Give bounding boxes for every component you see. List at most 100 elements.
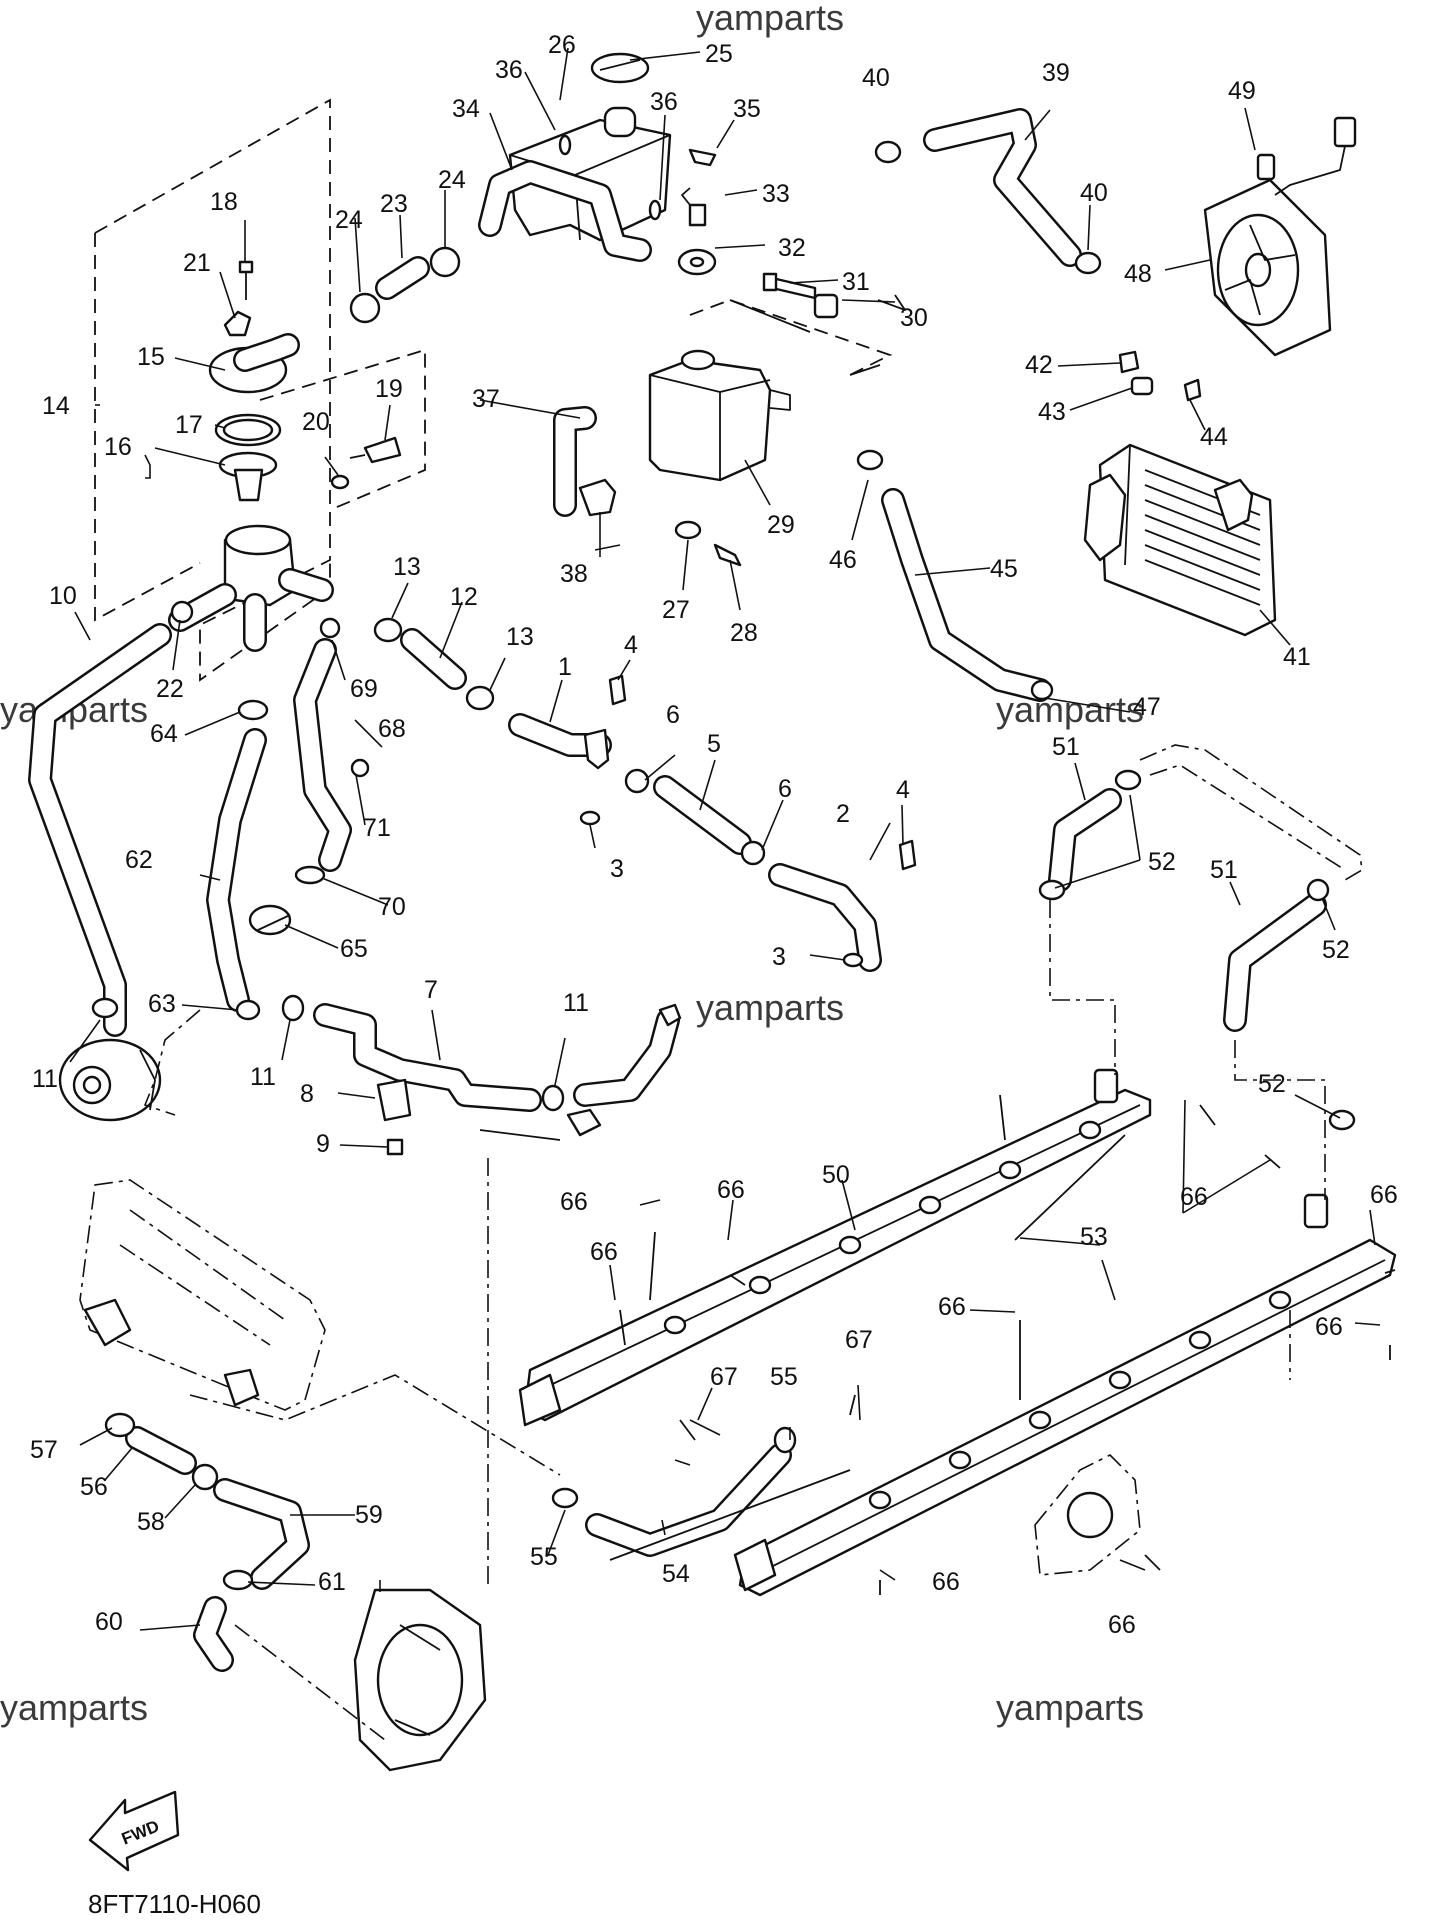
pipe-34 — [478, 160, 652, 262]
callout-13-b: 13 — [506, 623, 534, 651]
callout-3-a: 3 — [610, 855, 624, 883]
watermark-left-bottom: yamparts — [0, 1687, 148, 1728]
cap-25 — [590, 52, 650, 84]
callout-44: 44 — [1200, 423, 1228, 451]
callout-34: 34 — [452, 95, 480, 123]
callout-51-a: 51 — [1052, 733, 1080, 761]
callout-51-b: 51 — [1210, 856, 1238, 884]
callout-71: 71 — [363, 814, 391, 842]
callout-11-b: 11 — [250, 1063, 276, 1091]
callout-9: 9 — [316, 1130, 330, 1158]
callout-7: 7 — [424, 976, 438, 1004]
watermarks: yamparts yamparts yamparts yamparts yamp… — [0, 0, 1144, 1728]
grommet-32 — [677, 248, 717, 276]
callout-66-b: 66 — [717, 1176, 745, 1204]
callout-66-a: 66 — [560, 1188, 588, 1216]
callout-45: 45 — [990, 555, 1018, 583]
bolt-31 — [762, 272, 817, 300]
callout-8: 8 — [300, 1080, 314, 1108]
callout-11-c: 11 — [563, 989, 589, 1017]
clamp-64 — [237, 699, 269, 721]
callout-10: 10 — [49, 582, 77, 610]
hose-45 — [881, 488, 1052, 702]
holder-38 — [578, 478, 617, 517]
watermark-top: yamparts — [696, 0, 844, 38]
hose-upper-pipe-11 — [573, 1008, 680, 1107]
callout-16: 16 — [104, 433, 132, 461]
water-pump-fitting — [566, 1003, 682, 1137]
clamp-13-b — [465, 685, 495, 711]
callout-69: 69 — [350, 675, 378, 703]
callout-11-a: 11 — [32, 1065, 58, 1093]
callout-48: 48 — [1124, 260, 1152, 288]
clamp-36 — [558, 134, 662, 221]
callout-23: 23 — [380, 190, 408, 218]
callout-26: 26 — [548, 31, 576, 59]
callout-25: 25 — [705, 40, 733, 68]
callout-28: 28 — [730, 619, 758, 647]
callout-36-b: 36 — [650, 88, 678, 116]
hose-fitting-33 — [681, 187, 707, 227]
heat-exchanger-50 — [518, 1068, 1152, 1427]
callout-43: 43 — [1038, 398, 1066, 426]
callout-22: 22 — [156, 675, 184, 703]
callout-65: 65 — [340, 935, 368, 963]
callout-4-a: 4 — [624, 631, 638, 659]
callout-35: 35 — [733, 95, 761, 123]
callout-50: 50 — [822, 1161, 850, 1189]
clamp-6-b — [740, 840, 766, 866]
hose-7 — [313, 1003, 542, 1112]
hose-60 — [193, 1596, 234, 1672]
callout-60: 60 — [95, 1608, 123, 1636]
callout-64: 64 — [150, 720, 178, 748]
clamp-55-a — [773, 1426, 797, 1454]
clamp-6-a — [624, 768, 650, 794]
callout-5: 5 — [707, 730, 721, 758]
callout-40-a: 40 — [862, 64, 890, 92]
clamp-58 — [191, 1463, 219, 1491]
hose-68 — [293, 638, 352, 872]
clamp-55-b — [551, 1487, 579, 1509]
pipe-top-right — [1139, 744, 1363, 881]
bracket-plate — [1034, 1454, 1141, 1576]
gasket-3-b — [842, 952, 864, 968]
callout-21: 21 — [183, 249, 211, 277]
callout-4-b: 4 — [896, 776, 910, 804]
routing-lines — [143, 900, 1326, 1741]
fan-motor-48 — [1203, 178, 1332, 357]
callout-3-b: 3 — [772, 943, 786, 971]
heat-exchanger-53 — [733, 1193, 1397, 1597]
callout-52-c: 52 — [1258, 1070, 1286, 1098]
clamp-71 — [350, 758, 370, 778]
clamp-24-a — [349, 292, 381, 324]
callout-36-a: 36 — [495, 56, 523, 84]
callout-46: 46 — [829, 546, 857, 574]
callout-41: 41 — [1283, 643, 1311, 671]
callout-29: 29 — [767, 511, 795, 539]
callout-17: 17 — [175, 411, 203, 439]
callout-6-a: 6 — [666, 701, 680, 729]
pipe-5 — [653, 775, 752, 855]
connector-49 — [1256, 116, 1357, 196]
clamp-11-b — [281, 994, 305, 1022]
water-pump-cover — [58, 1038, 162, 1122]
callout-62: 62 — [125, 846, 153, 874]
hose-56 — [125, 1426, 197, 1475]
callout-40-b: 40 — [1080, 179, 1108, 207]
clamp-13-a — [373, 617, 403, 643]
callout-53: 53 — [1080, 1223, 1108, 1251]
callout-19: 19 — [375, 375, 403, 403]
callout-66-d: 66 — [1180, 1183, 1208, 1211]
callout-63: 63 — [148, 990, 176, 1018]
bolt-44 — [1183, 378, 1202, 402]
sensor-outline — [259, 348, 426, 511]
bracket-21 — [223, 310, 252, 337]
collar-27 — [674, 520, 702, 540]
callout-13-a: 13 — [393, 553, 421, 581]
clamp-46-47 — [856, 449, 1054, 701]
bolt-42 — [1118, 350, 1140, 374]
callout-66-c: 66 — [590, 1238, 618, 1266]
clamp-11-a — [91, 997, 119, 1019]
callout-42: 42 — [1025, 351, 1053, 379]
